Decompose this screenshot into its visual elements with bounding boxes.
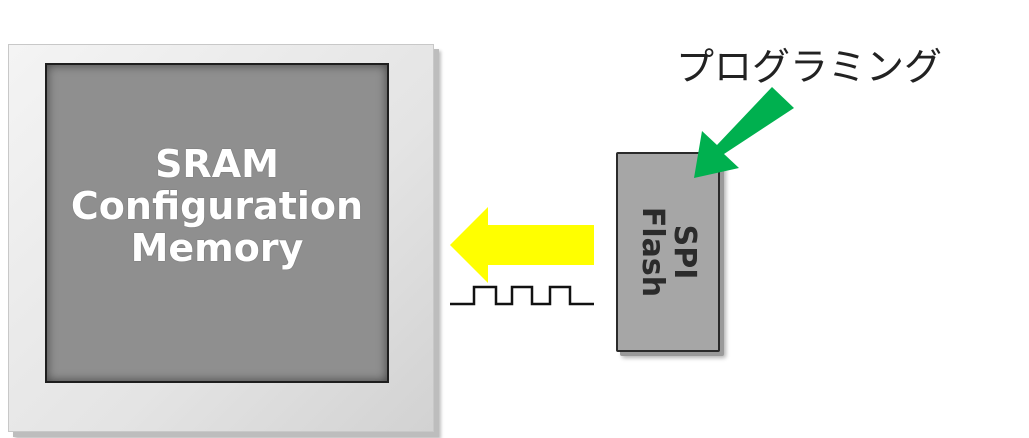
sram-label-line-2: Configuration	[70, 184, 364, 228]
sram-label-line-1: SRAM	[155, 142, 279, 186]
sram-configuration-memory-block: SRAM Configuration Memory	[45, 63, 389, 383]
sram-label-line-3: Memory	[130, 226, 304, 270]
arrow-left-icon	[450, 207, 594, 283]
spi-flash-chip: SPI Flash	[616, 152, 720, 352]
clock-waveform-icon	[450, 285, 594, 306]
programming-label: プログラミング	[676, 45, 943, 89]
sram-label: SRAM Configuration Memory	[47, 143, 387, 269]
arrow-down-left-icon	[694, 87, 794, 178]
